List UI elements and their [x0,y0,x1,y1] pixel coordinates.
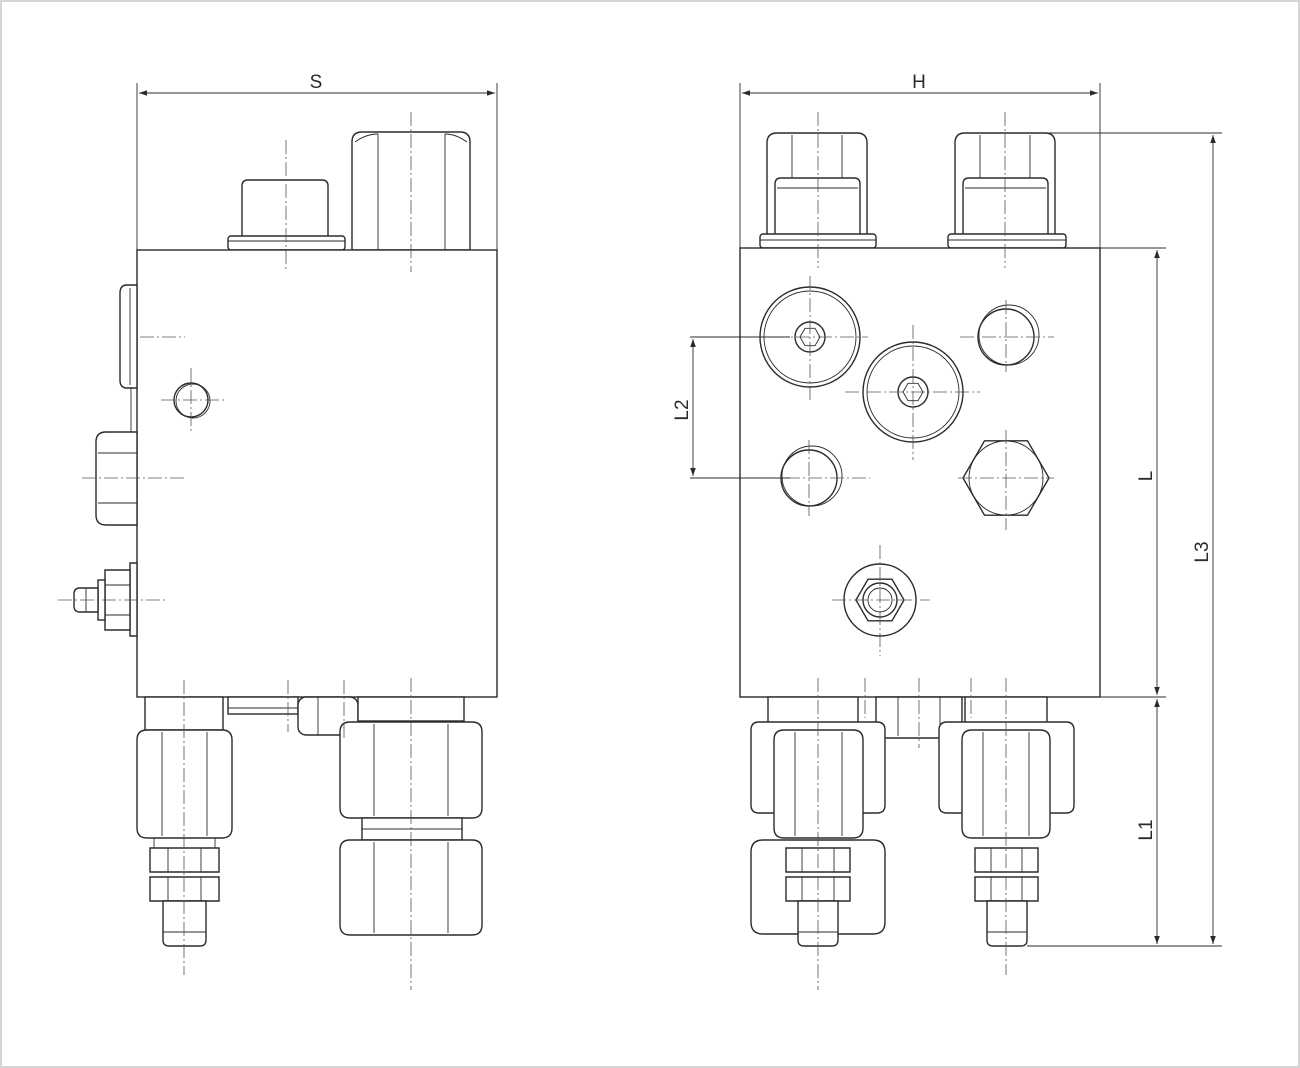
side-centerlines [58,112,412,990]
dim-label-h: H [912,72,926,93]
top-cartridge-right [947,132,1067,249]
dim-label-l1: L1 [1136,819,1157,840]
dim-label-l: L [1136,471,1157,482]
dimension-l1: L1 [1027,699,1222,947]
top-cartridge-left [759,132,877,249]
front-view-body [739,247,1101,698]
dimension-l3: L3 [1048,132,1222,944]
dimension-h: H [739,72,1101,248]
left-bracket [119,284,138,432]
dimension-l: L [1100,247,1166,698]
dimension-l2: L2 [672,336,790,479]
dimension-s: S [136,72,498,250]
side-view-body [136,249,498,698]
front-view: H [672,72,1222,990]
front-centerlines [752,112,1054,990]
dim-label-l2: L2 [672,399,693,420]
left-hex-plug [95,431,138,526]
left-adjust-screw [73,562,138,637]
bottom-fittings-front [750,696,1075,947]
top-plug [227,179,346,251]
side-view: S [58,72,498,990]
dim-label-s: S [310,72,323,93]
dim-label-l3: L3 [1192,541,1213,562]
